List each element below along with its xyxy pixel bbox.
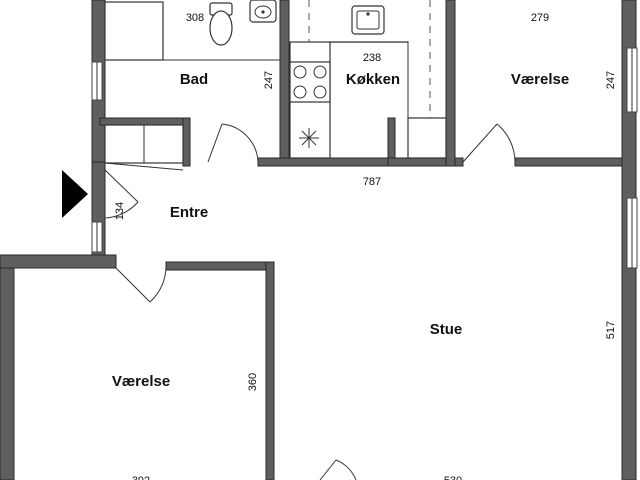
wall-kitchen-bottom [387, 157, 447, 167]
stove [289, 61, 331, 103]
door-front [104, 169, 139, 219]
room-label-bad: Bad [180, 71, 208, 88]
wall-room-right [265, 261, 275, 480]
room-label-vaerelse-top: Værelse [511, 71, 569, 88]
wall-wardrobe-side [182, 117, 191, 167]
dim-vaerelse-top-width: 279 [531, 12, 549, 24]
door-room-top [462, 123, 516, 163]
room-label-vaerelse-bottom: Værelse [112, 373, 170, 390]
dim-bad-height: 247 [263, 71, 275, 89]
wall-room-bottom [514, 157, 628, 167]
wall-room-top-right [165, 261, 275, 271]
room-label-entre: Entre [170, 204, 208, 221]
wall-room-top-left [0, 254, 117, 269]
dim-entre-height: 134 [114, 202, 126, 220]
kitchen-tall-cabinet [407, 117, 447, 159]
dim-vaerelse-top-height: 247 [605, 71, 617, 89]
toilet-bowl [209, 10, 233, 46]
wall-bath-bottom [257, 157, 393, 167]
windows [91, 47, 638, 269]
dim-vaerelse-bottom-width: 392 [132, 475, 150, 480]
wall-kitchen-room [445, 0, 456, 167]
fridge-icon [299, 128, 319, 148]
fixtures [104, 0, 447, 171]
doors [104, 123, 516, 480]
dim-stue-width: 530 [444, 475, 462, 480]
wall-wardrobe-top [99, 117, 191, 126]
room-label-stue: Stue [430, 321, 463, 338]
dimension-labels: 308 247 238 279 247 787 134 517 360 392 … [114, 12, 617, 480]
dim-kokken-width: 238 [363, 52, 381, 64]
door-bath [207, 123, 259, 163]
kitchen-sink [351, 5, 385, 35]
entry-arrow-icon [62, 170, 88, 218]
door-room-bottom [115, 265, 167, 303]
dim-vaerelse-bottom-height: 360 [247, 373, 259, 391]
room-label-kokken: Køkken [346, 71, 400, 88]
bath-cabinet [104, 1, 164, 61]
door-stue [319, 459, 357, 480]
wall-room-stub [454, 157, 464, 167]
dim-hall-span: 787 [363, 176, 381, 188]
dim-bad-width: 308 [186, 12, 204, 24]
wall-bath-kitchen [279, 0, 290, 167]
wall-room-bottom-left [0, 254, 15, 480]
dim-stue-height: 517 [605, 321, 617, 339]
room-labels: Bad Køkken Værelse Entre Stue Værelse [112, 71, 569, 390]
